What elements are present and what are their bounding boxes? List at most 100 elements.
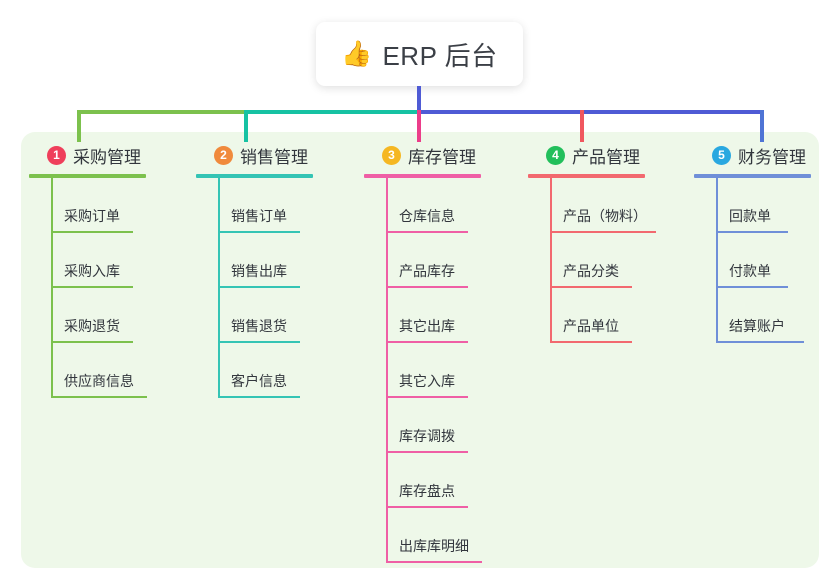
branch-item-rule (218, 286, 300, 288)
branch-item[interactable]: 产品单位 (528, 288, 645, 343)
trunk-connector (417, 86, 421, 112)
branch-header-1[interactable]: 1 采购管理 (29, 142, 146, 168)
branch-item[interactable]: 销售退货 (196, 288, 313, 343)
branch-header-rule-3 (364, 174, 481, 178)
branch-items-1: 采购订单采购入库采购退货供应商信息 (29, 178, 147, 398)
branch-item-rule (51, 341, 133, 343)
branch-item-label: 库存盘点 (399, 483, 455, 499)
connector-dropline-1 (77, 110, 81, 142)
branch-item-label: 产品（物料） (563, 208, 647, 224)
branch-item-label: 出库库明细 (399, 538, 469, 554)
connector-segment-3 (419, 110, 762, 114)
branch-item-rule (716, 286, 788, 288)
branch-item[interactable]: 采购退货 (29, 288, 146, 343)
branch-item-label: 产品单位 (563, 318, 619, 334)
branch-item[interactable]: 库存盘点 (364, 453, 481, 508)
branch-item-rule (218, 231, 300, 233)
branch-item[interactable]: 采购订单 (29, 178, 146, 233)
branch-item-rule (386, 506, 468, 508)
branch-header-rule-2 (196, 174, 313, 178)
branch-title-2: 销售管理 (240, 147, 308, 167)
branch-item[interactable]: 产品库存 (364, 233, 481, 288)
branch-item-rule (218, 341, 300, 343)
branch-column-1: 1 采购管理采购订单采购入库采购退货供应商信息 (29, 142, 147, 398)
branch-item-label: 其它出库 (399, 318, 455, 334)
branch-header-5[interactable]: 5 财务管理 (694, 142, 811, 168)
branch-spine-2 (218, 178, 220, 398)
branch-item-label: 采购退货 (64, 318, 120, 334)
branch-item-label: 付款单 (729, 263, 771, 279)
branch-item[interactable]: 其它出库 (364, 288, 481, 343)
branch-item-label: 其它入库 (399, 373, 455, 389)
branch-item-rule (51, 286, 133, 288)
branch-item-rule (716, 231, 788, 233)
branch-header-rule-1 (29, 174, 146, 178)
branch-item-label: 供应商信息 (64, 373, 134, 389)
branch-spine-4 (550, 178, 552, 343)
branch-item[interactable]: 结算账户 (694, 288, 811, 343)
connector-dropline-2 (244, 110, 248, 142)
branch-items-2: 销售订单销售出库销售退货客户信息 (196, 178, 313, 398)
branch-item-rule (386, 396, 468, 398)
branch-item-label: 销售退货 (231, 318, 287, 334)
branch-item-label: 库存调拨 (399, 428, 455, 444)
branch-badge-3: 3 (382, 145, 401, 165)
branch-item-label: 销售出库 (231, 263, 287, 279)
branch-items-5: 回款单付款单结算账户 (694, 178, 811, 343)
branch-item[interactable]: 出库库明细 (364, 508, 482, 563)
branch-item-label: 回款单 (729, 208, 771, 224)
branch-column-3: 3 库存管理仓库信息产品库存其它出库其它入库库存调拨库存盘点出库库明细 (364, 142, 482, 563)
branch-item[interactable]: 回款单 (694, 178, 811, 233)
branch-spine-1 (51, 178, 53, 398)
connector-segment-2 (246, 110, 419, 114)
branch-item-rule (550, 286, 632, 288)
branch-item-rule (386, 451, 468, 453)
branch-item-label: 产品分类 (563, 263, 619, 279)
branch-item-label: 销售订单 (231, 208, 287, 224)
root-node[interactable]: 👍 ERP 后台 (316, 22, 523, 86)
branch-item[interactable]: 客户信息 (196, 343, 313, 398)
branch-item[interactable]: 供应商信息 (29, 343, 147, 398)
diagram-panel (21, 132, 819, 568)
branch-items-3: 仓库信息产品库存其它出库其它入库库存调拨库存盘点出库库明细 (364, 178, 482, 563)
connector-dropline-3 (417, 110, 421, 142)
branch-badge-2: 2 (214, 145, 233, 165)
branch-item-label: 仓库信息 (399, 208, 455, 224)
thumbs-up-icon: 👍 (341, 39, 373, 68)
branch-item[interactable]: 仓库信息 (364, 178, 481, 233)
branch-item[interactable]: 产品分类 (528, 233, 645, 288)
branch-column-2: 2 销售管理销售订单销售出库销售退货客户信息 (196, 142, 313, 398)
branch-item[interactable]: 产品（物料） (528, 178, 656, 233)
branch-item[interactable]: 销售订单 (196, 178, 313, 233)
branch-item[interactable]: 付款单 (694, 233, 811, 288)
branch-badge-5: 5 (712, 145, 731, 165)
branch-item[interactable]: 销售出库 (196, 233, 313, 288)
branch-header-rule-4 (528, 174, 645, 178)
branch-title-3: 库存管理 (408, 147, 476, 167)
branch-item-label: 产品库存 (399, 263, 455, 279)
branch-header-2[interactable]: 2 销售管理 (196, 142, 313, 168)
branch-badge-4: 4 (546, 145, 565, 165)
branch-item[interactable]: 其它入库 (364, 343, 481, 398)
branch-item-label: 客户信息 (231, 373, 287, 389)
connector-segment-1 (79, 110, 246, 114)
root-title: ERP 后台 (382, 40, 498, 71)
branch-badge-1: 1 (47, 145, 66, 165)
branch-title-5: 财务管理 (738, 147, 806, 167)
branch-item[interactable]: 库存调拨 (364, 398, 481, 453)
branch-item-rule (386, 231, 468, 233)
branch-item-label: 采购入库 (64, 263, 120, 279)
branch-item-label: 采购订单 (64, 208, 120, 224)
branch-item-rule (550, 341, 632, 343)
branch-item-rule (386, 341, 468, 343)
branch-title-1: 采购管理 (73, 147, 141, 167)
branch-column-5: 5 财务管理回款单付款单结算账户 (694, 142, 811, 343)
branch-spine-5 (716, 178, 718, 343)
branch-header-3[interactable]: 3 库存管理 (364, 142, 481, 168)
branch-item-rule (386, 286, 468, 288)
connector-dropline-5 (760, 110, 764, 142)
branch-item[interactable]: 采购入库 (29, 233, 146, 288)
